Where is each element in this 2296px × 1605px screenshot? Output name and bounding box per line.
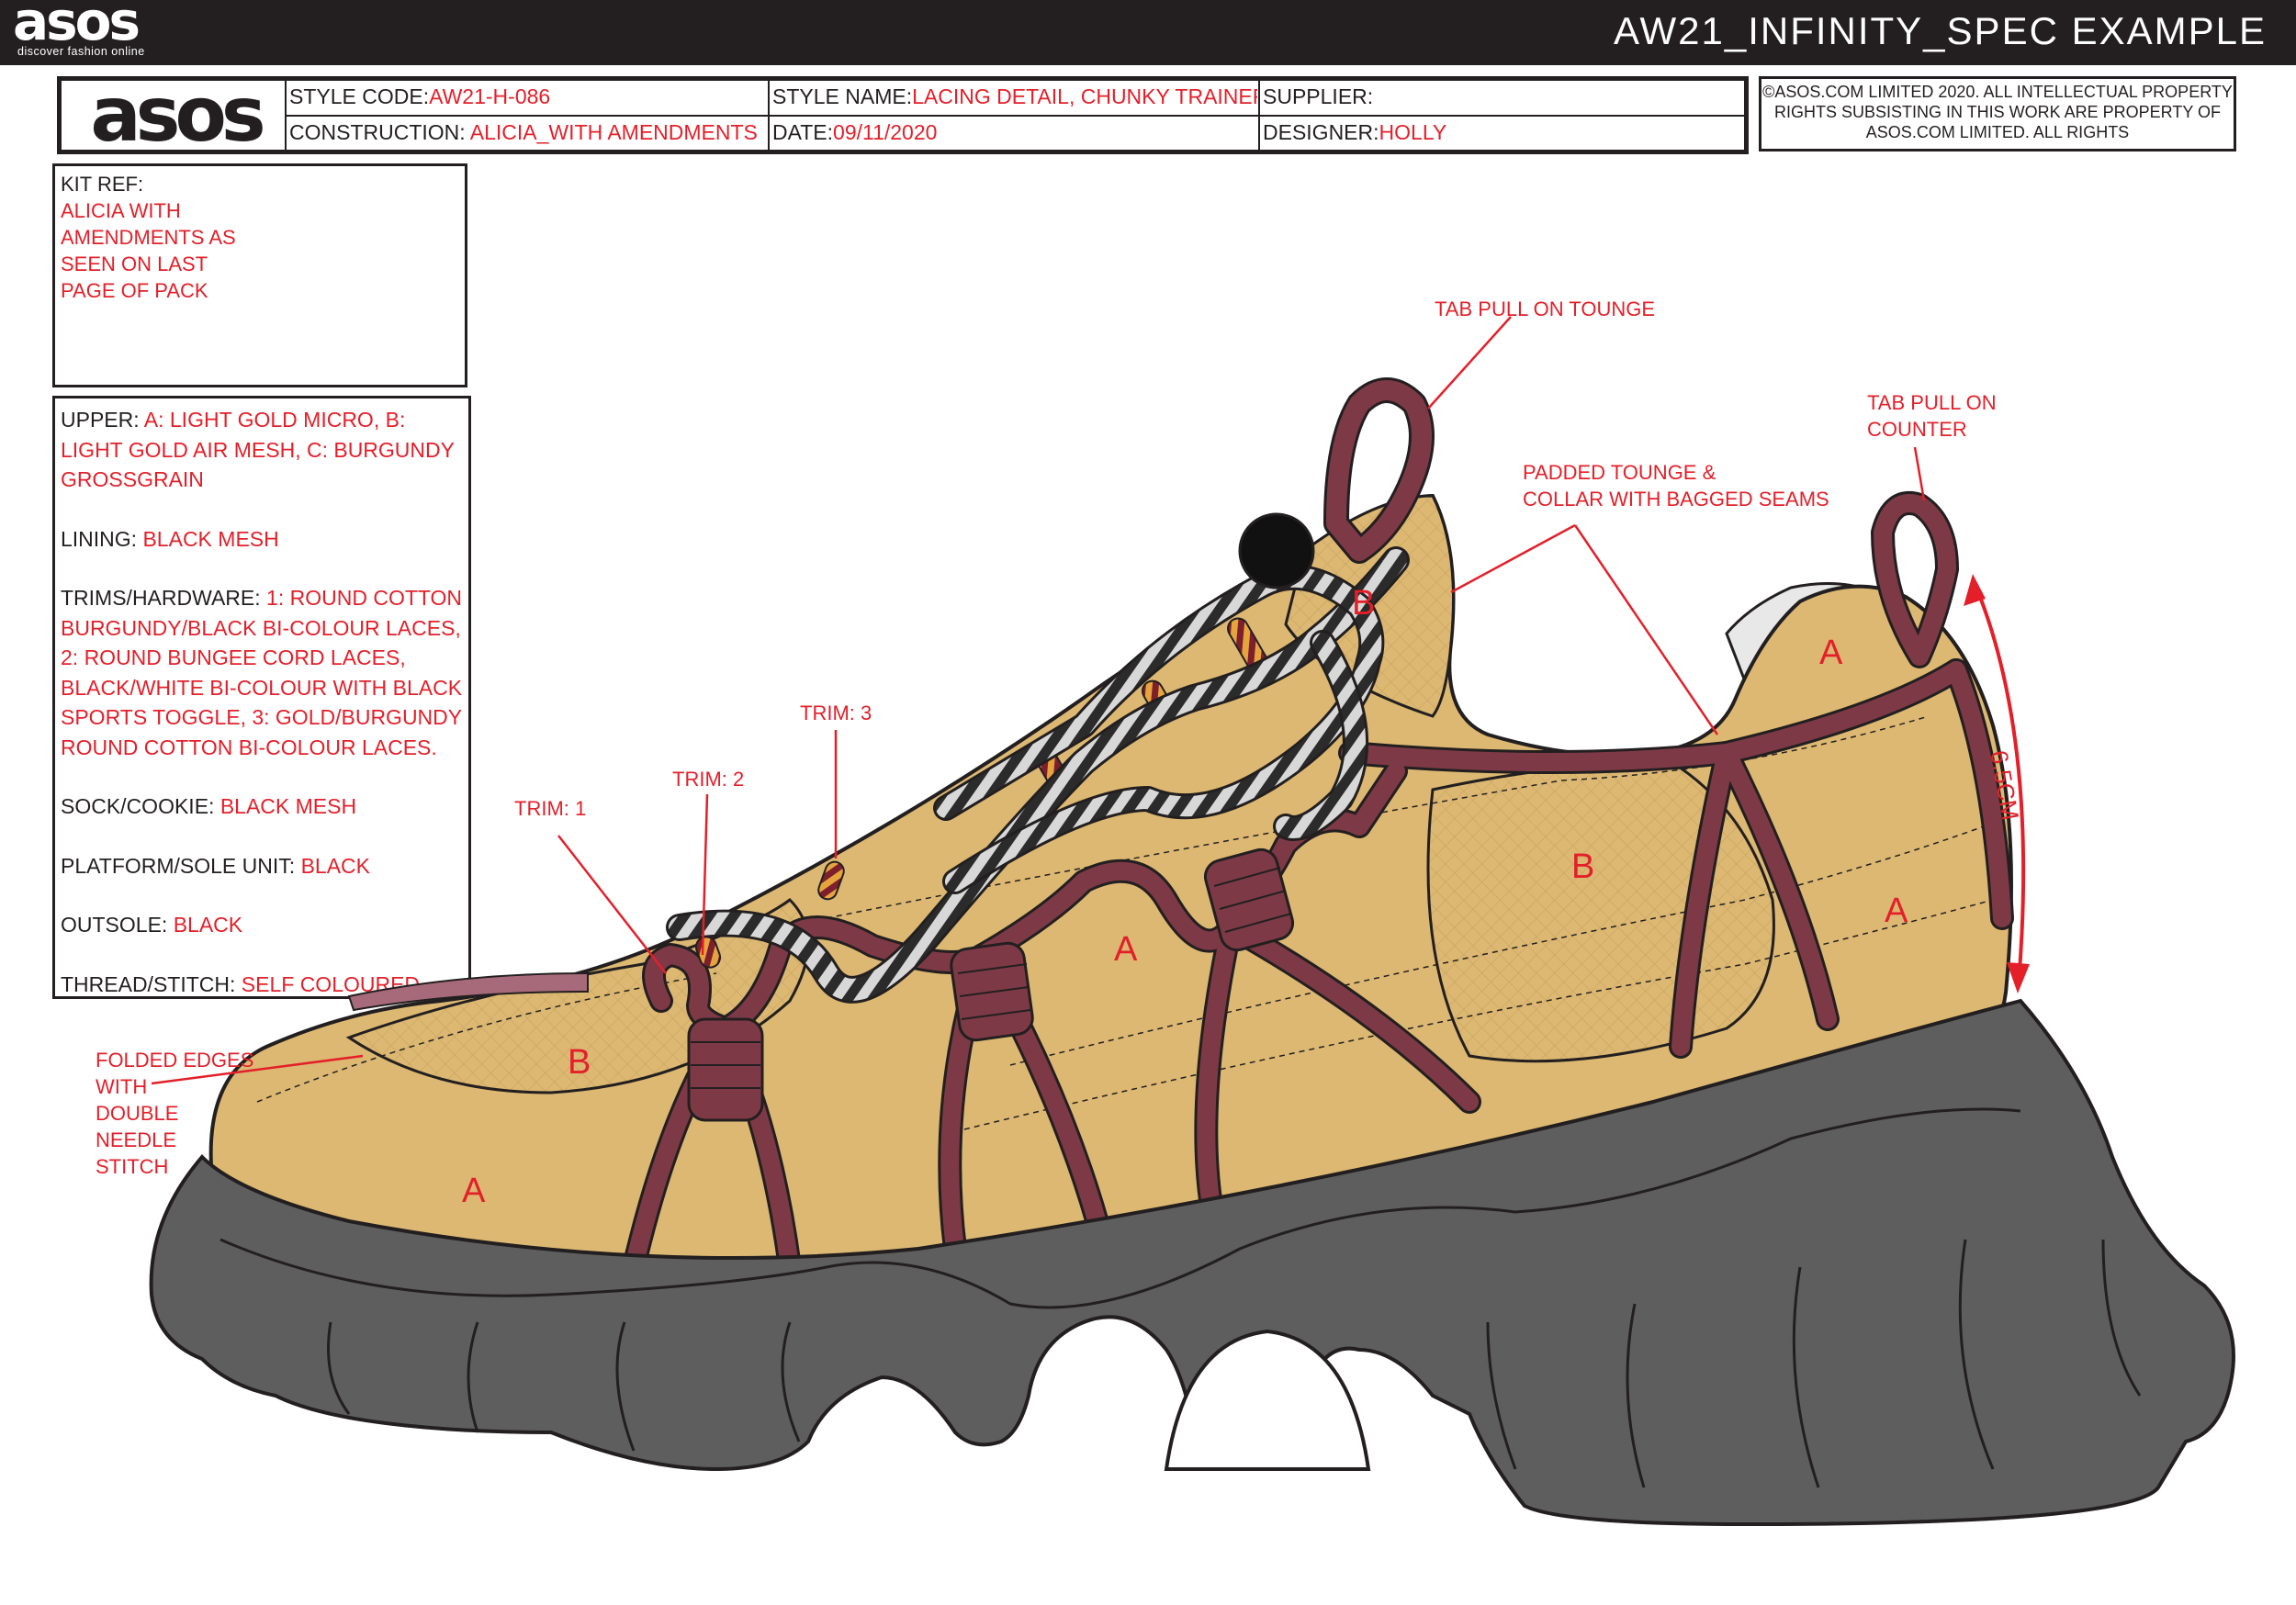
spec-value: BLACK MESH (219, 794, 357, 818)
stitch-line (963, 899, 1994, 1130)
spec-outsole: OUTSOLE: BLACK (61, 910, 463, 940)
spec-value: BLACK (300, 853, 370, 878)
measurement-arrow (1971, 578, 2026, 983)
date-cell: DATE:09/11/2020 (770, 117, 1257, 151)
panel-label-a-heel: A (1819, 634, 1843, 672)
construction-label: CONSTRUCTION: (289, 120, 470, 144)
strap-wrap-lines (691, 867, 1292, 1089)
callout-trim-2: TRIM: 2 (672, 768, 745, 791)
style-name-value: LACING DETAIL, CHUNKY TRAINER (912, 84, 1257, 108)
chunky-sole (149, 998, 2235, 1527)
spec-label: LINING: (61, 526, 143, 551)
callout-folded-edges: FOLDED EDGES WITH DOUBLE NEEDLE STITCH (96, 1049, 254, 1178)
material-spec-box: UPPER: A: LIGHT GOLD MICRO, B: LIGHT GOL… (52, 396, 471, 999)
panel-label-a-toe: A (462, 1172, 486, 1210)
spec-value: BLACK (173, 913, 243, 937)
toe-edge-binding (347, 971, 589, 1012)
spec-lining: LINING: BLACK MESH (61, 524, 463, 555)
panel-label-b-quarter: B (1571, 847, 1595, 886)
spec-upper: UPPER: A: LIGHT GOLD MICRO, B: LIGHT GOL… (61, 405, 463, 495)
spec-thread: THREAD/STITCH: SELF COLOURED (61, 970, 463, 1000)
kit-ref-label: KIT REF: (61, 173, 144, 196)
style-code-value: AW21-H-086 (429, 84, 551, 108)
top-bar: asos discover fashion online AW21_INFINI… (0, 0, 2296, 65)
panel-label-a-counter: A (1885, 892, 1908, 930)
measurement-arrowhead-bottom (2007, 962, 2030, 993)
copyright-notice: ©ASOS.COM LIMITED 2020. ALL INTELLECTUAL… (1759, 76, 2236, 152)
construction-cell: CONSTRUCTION: ALICIA_WITH AMENDMENTS (287, 117, 767, 151)
measurement-arrowhead-top (1964, 574, 1986, 606)
panel-label-b-tongue: B (1352, 584, 1376, 623)
supplier-cell: SUPPLIER: (1260, 81, 1744, 115)
sole-arch-cutout (1164, 1329, 1371, 1471)
date-label: DATE: (772, 120, 834, 144)
designer-label: DESIGNER: (1263, 120, 1379, 144)
spec-label: UPPER: (61, 408, 144, 432)
spec-label: SOCK/COOKIE: (61, 794, 220, 818)
designer-value: HOLLY (1379, 120, 1447, 144)
style-code-cell: STYLE CODE:AW21-H-086 (287, 81, 767, 115)
panel-label-a-midfoot: A (1114, 930, 1138, 969)
lace-toggle (1238, 512, 1315, 589)
callout-leader-lines (151, 316, 1926, 1085)
spec-label: OUTSOLE: (61, 913, 174, 937)
spec-label: THREAD/STITCH: (61, 971, 242, 996)
panel-label-b-vamp: B (568, 1043, 591, 1082)
spec-sock: SOCK/COOKIE: BLACK MESH (61, 791, 463, 822)
construction-value: ALICIA_WITH AMENDMENTS (469, 120, 758, 144)
supplier-label: SUPPLIER: (1263, 84, 1374, 108)
spec-trims: TRIMS/HARDWARE: 1: ROUND COTTON BURGUNDY… (61, 583, 463, 762)
stitch-line (826, 715, 1930, 919)
callout-padded-tongue: PADDED TOUNGE & COLLAR WITH BAGGED SEAMS (1523, 461, 1829, 511)
style-code-label: STYLE CODE: (289, 84, 430, 108)
sole-lug-lines (327, 1239, 2142, 1488)
stitch-line (1009, 825, 1985, 1066)
spec-value: A: LIGHT GOLD MICRO, B: LIGHT GOLD AIR M… (61, 408, 455, 491)
callout-trim-1: TRIM: 1 (514, 797, 587, 820)
spec-label: PLATFORM/SOLE UNIT: (61, 853, 301, 878)
callout-tab-pull-tongue: TAB PULL ON TOUNGE (1435, 297, 1656, 320)
kit-ref-box: KIT REF: ALICIA WITH AMENDMENTS AS SEEN … (52, 163, 467, 387)
counter-tab-pull-fill (1874, 494, 1956, 666)
divider (285, 115, 1744, 117)
date-value: 09/11/2020 (833, 120, 938, 144)
tongue-tab-pull-fill (1326, 380, 1432, 561)
kit-ref-value: ALICIA WITH AMENDMENTS AS SEEN ON LAST P… (61, 199, 236, 302)
style-name-label: STYLE NAME: (772, 84, 913, 108)
callout-tab-pull-counter: TAB PULL ON COUNTER (1867, 391, 1997, 441)
brand-logo: asos (13, 0, 141, 52)
sole-wave-detail (219, 1107, 2021, 1309)
spec-platform: PLATFORM/SOLE UNIT: BLACK (61, 851, 463, 881)
designer-cell: DESIGNER:HOLLY (1260, 117, 1744, 151)
brand-tagline: discover fashion online (17, 45, 145, 58)
header-logo: asos (90, 71, 265, 159)
style-name-cell: STYLE NAME:LACING DETAIL, CHUNKY TRAINER (770, 81, 1257, 115)
bungee-laces (666, 546, 1410, 1004)
document-title: AW21_INFINITY_SPEC EXAMPLE (1614, 9, 2267, 52)
spec-label: TRIMS/HARDWARE: (61, 586, 267, 610)
spec-header-table: asos STYLE CODE:AW21-H-086 STYLE NAME:LA… (57, 76, 1749, 154)
spec-value: BLACK MESH (142, 526, 279, 551)
spec-value: 1: ROUND COTTON BURGUNDY/BLACK BI-COLOUR… (61, 586, 463, 759)
callout-trim-3: TRIM: 3 (800, 701, 872, 724)
